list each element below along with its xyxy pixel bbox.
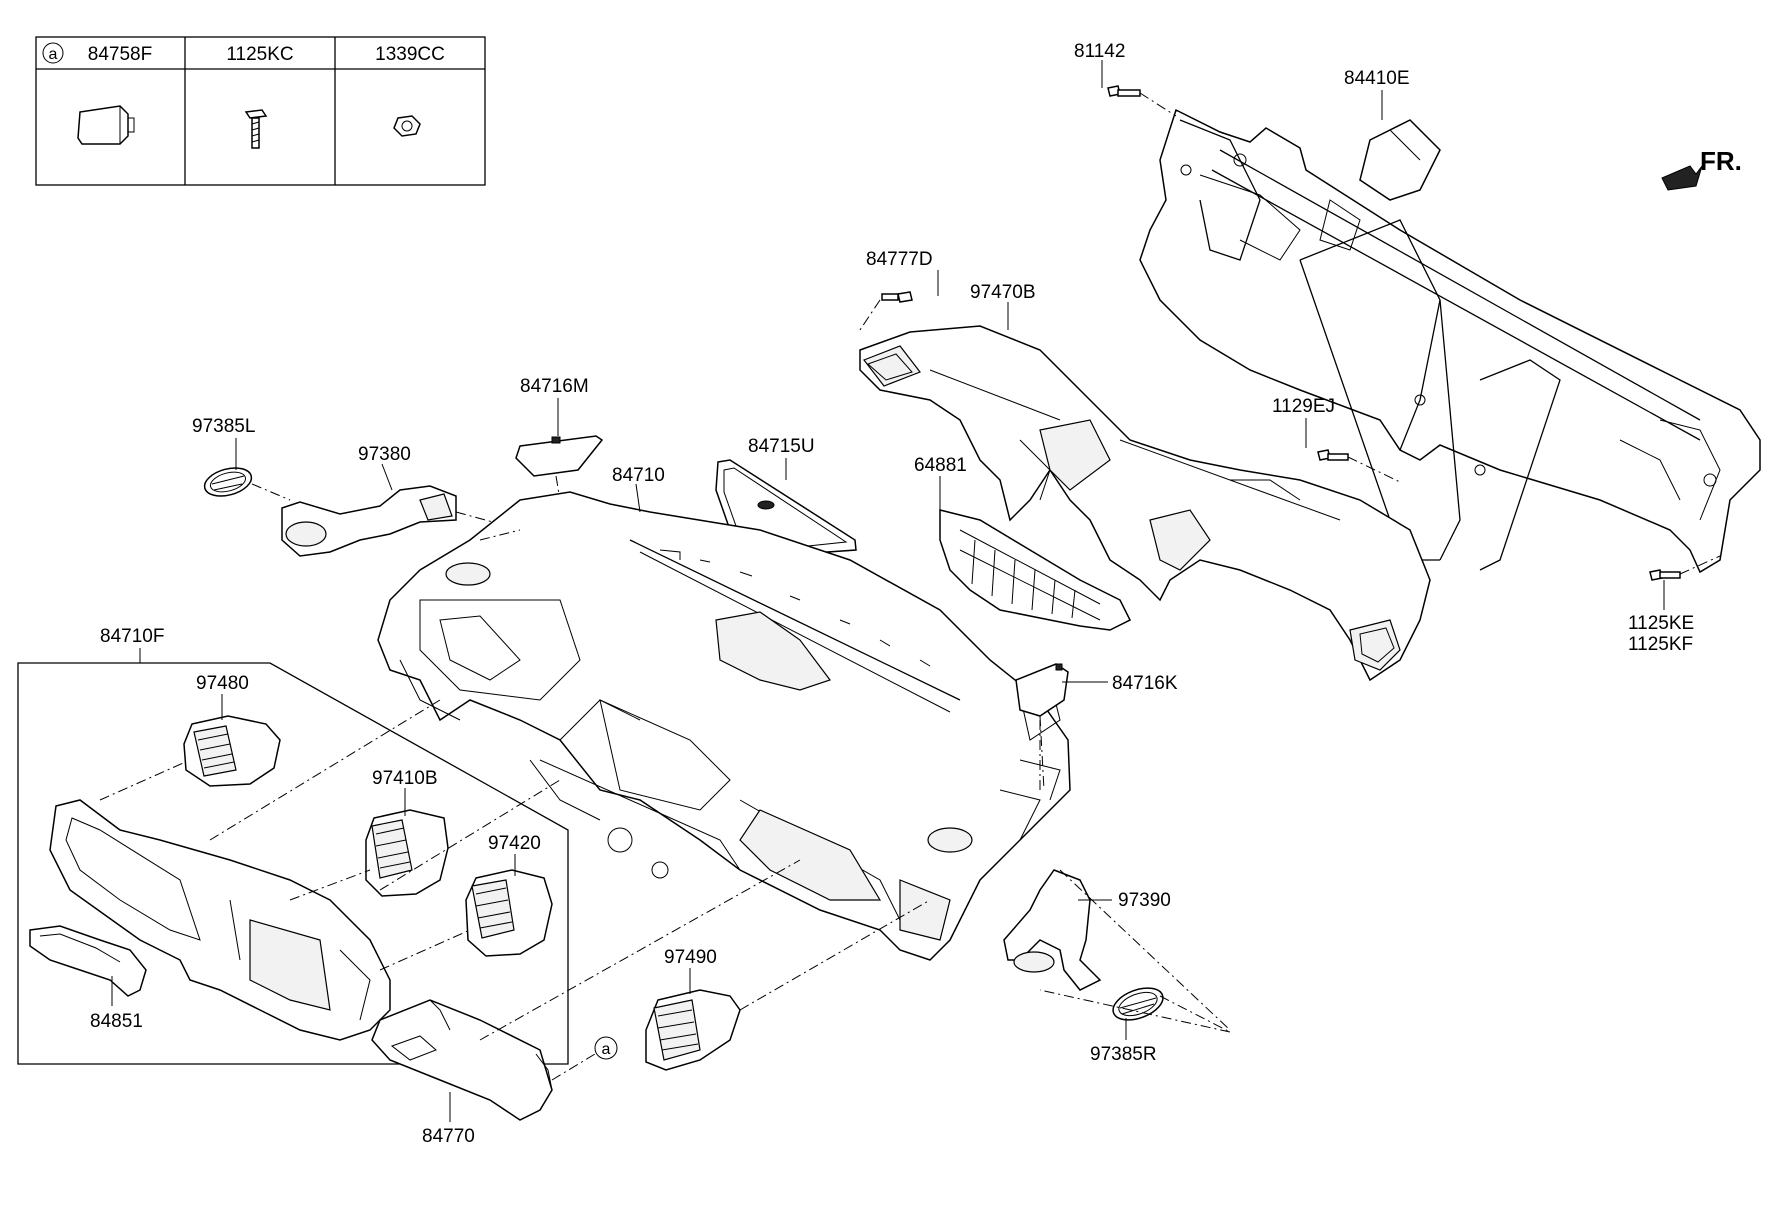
label-1125KF: 1125KF — [1628, 634, 1693, 655]
vent-97420 — [379, 869, 553, 971]
screw-84777D — [859, 291, 913, 331]
label-84851: 84851 — [90, 1011, 143, 1032]
cover-84716M — [515, 435, 604, 501]
legend-header-3: 1339CC — [375, 44, 445, 65]
legend-circle-mark — [42, 42, 64, 64]
glove-box-84770 — [371, 859, 801, 1121]
legend-circle-letter: a — [49, 46, 58, 63]
label-1125KE: 1125KE — [1628, 613, 1694, 634]
vent-97490 — [645, 899, 931, 1071]
center-duct-97470B — [859, 325, 1431, 682]
side-vent-97385L — [203, 467, 291, 501]
label-97385L: 97385L — [192, 416, 255, 437]
side-duct-97380 — [281, 485, 501, 557]
label-81142: 81142 — [1074, 41, 1125, 62]
cluster-cover-84851 — [29, 925, 147, 997]
group-box-84710F — [17, 662, 569, 1065]
nut-icon — [393, 115, 421, 137]
leader-lines — [111, 60, 1665, 1122]
label-84716M: 84716M — [520, 376, 589, 397]
front-label: FR. — [1700, 146, 1742, 176]
bolt-1129EJ — [1317, 449, 1401, 483]
label-84777D: 84777D — [866, 249, 933, 270]
side-duct-97390 — [1003, 869, 1102, 991]
clip-icon — [77, 105, 135, 145]
defroster-grille-64881 — [939, 509, 1132, 631]
label-97490: 97490 — [664, 947, 717, 968]
front-indicator: FR. — [1661, 146, 1742, 191]
label-84716K: 84716K — [1112, 673, 1178, 694]
callout-circle-mark — [594, 1036, 618, 1060]
label-1129EJ: 1129EJ — [1272, 396, 1335, 417]
legend-header-2: 1125KC — [226, 44, 293, 65]
legend-table: a 84758F 1125KC 1339CC — [35, 36, 486, 186]
bolt-1125KE — [1649, 555, 1721, 581]
bolt-81142 — [1107, 85, 1177, 117]
label-97390: 97390 — [1118, 890, 1171, 911]
label-97470B: 97470B — [970, 282, 1036, 303]
cross-member-frame — [1139, 108, 1761, 574]
front-arrow-icon — [1661, 165, 1703, 191]
label-84410E: 84410E — [1344, 68, 1410, 89]
label-84770: 84770 — [422, 1126, 475, 1147]
label-97385R: 97385R — [1090, 1044, 1157, 1065]
label-97420: 97420 — [488, 833, 541, 854]
dash-panel-84710 — [377, 491, 1071, 961]
label-64881: 64881 — [914, 455, 967, 476]
bolt-icon — [244, 109, 268, 149]
lower-crash-pad — [49, 759, 391, 1041]
callout-circle-letter: a — [602, 1041, 611, 1058]
side-vent-97385R — [1039, 869, 1231, 1033]
label-84710: 84710 — [612, 465, 665, 486]
cover-84716K — [1015, 663, 1069, 791]
label-97380: 97380 — [358, 444, 411, 465]
vent-97410B — [209, 699, 449, 901]
vent-97480 — [183, 715, 281, 787]
label-97480: 97480 — [196, 673, 249, 694]
label-84715U: 84715U — [748, 436, 815, 457]
label-84710F: 84710F — [100, 626, 164, 647]
label-97410B: 97410B — [372, 768, 438, 789]
legend-header-1: 84758F — [88, 44, 152, 65]
part-labels: 81142 84410E 84777D 97470B 1129EJ 84716M… — [90, 41, 1694, 1147]
